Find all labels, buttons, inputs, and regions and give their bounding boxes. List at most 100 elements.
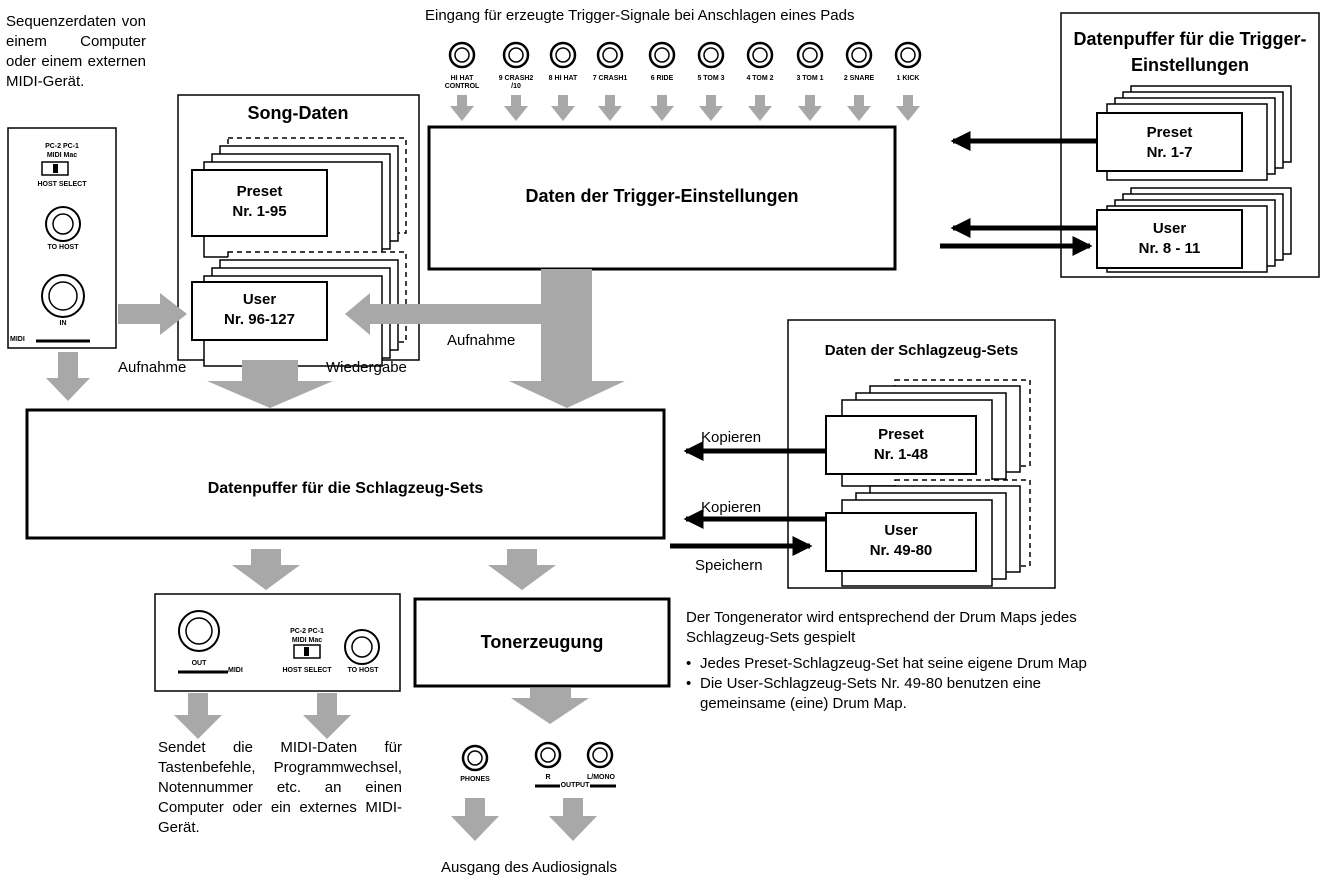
trigger-input-jacks: [448, 41, 922, 69]
gray-arrow: [798, 95, 822, 121]
phones-down-arrow: [451, 798, 499, 841]
record-label-left: Aufnahme: [118, 359, 187, 376]
jack-icon: [549, 41, 577, 69]
audio-output-note: Ausgang des Audiosignals: [441, 859, 617, 876]
sequencer-note: Sequenzerdaten von einem Computer oder e…: [6, 13, 146, 90]
midi-in-label: IN: [59, 320, 67, 327]
save-label: Speichern: [695, 557, 763, 574]
jack-icon: [448, 41, 476, 69]
output-to-host-label: TO HOST: [347, 667, 379, 674]
jack-label: 2 SNARE: [843, 75, 875, 82]
kit-user-range: Nr. 49-80: [869, 542, 933, 559]
trigger-preset-range: Nr. 1-7: [1146, 144, 1193, 161]
kit-preset-stack: [825, 379, 1031, 487]
switch-positions: MIDI Mac: [46, 152, 78, 159]
output-host-select-label: HOST SELECT: [282, 667, 332, 674]
midi-in-to-song-arrow: [118, 293, 187, 335]
gray-arrow: [450, 95, 474, 121]
trigger-settings-label: Daten der Trigger-Einstellungen: [525, 186, 799, 206]
gray-arrow: [504, 95, 528, 121]
jack-icon: [502, 41, 530, 69]
gray-arrow: [896, 95, 920, 121]
kit-buffer-to-midi-out-arrow: [232, 549, 300, 590]
host-select-label: HOST SELECT: [37, 181, 87, 188]
kit-user-label: User: [884, 522, 918, 539]
jack-label: 1 KICK: [896, 75, 920, 82]
gray-arrow: [699, 95, 723, 121]
kit-preset-range: Nr. 1-48: [873, 446, 929, 463]
to-host-label: TO HOST: [47, 244, 79, 251]
kit-user-stack: [825, 479, 1031, 587]
jack-icon: [845, 41, 873, 69]
copy-label-2: Kopieren: [701, 499, 762, 516]
jack-label: 5 TOM 3: [697, 75, 725, 82]
gray-arrow: [551, 95, 575, 121]
tone-generation-label: Tonerzeugung: [480, 632, 604, 652]
trigger-buffer-title: Datenpuffer für die Trigger-Einstellunge…: [1073, 29, 1307, 75]
trigger-to-kit-buffer-arrow: [509, 269, 625, 408]
output-down-arrow: [549, 798, 597, 841]
playback-label: Wiedergabe: [326, 359, 407, 376]
song-user-stack: [191, 251, 407, 367]
jack-label: HI HAT CONTROL: [444, 75, 480, 90]
phones-label: PHONES: [460, 776, 490, 783]
trigger-input-caption: Eingang für erzeugte Trigger-Signale bei…: [425, 7, 855, 24]
output-lmono-label: L/MONO: [587, 774, 615, 781]
jack-icon: [648, 41, 676, 69]
midi-out-label: OUT: [191, 660, 207, 667]
trigger-input-arrows: [450, 95, 920, 121]
midi-out-down-arrow-2: [303, 693, 351, 739]
jack-label: 6 RIDE: [650, 75, 674, 82]
midi-out-note: Sendet die MIDI-Daten für Tastenbefehle,…: [158, 739, 402, 836]
jack-icon: [746, 41, 774, 69]
kit-buffer-to-tone-arrow: [488, 549, 556, 590]
tone-bullet: Die User-Schlagzeug-Sets Nr. 49-80 benut…: [686, 674, 1106, 714]
midi-out-down-arrow-1: [174, 693, 222, 739]
output-r-jack-icon: [534, 741, 562, 769]
tone-bullet-list: Jedes Preset-Schlagzeug-Set hat seine ei…: [686, 654, 1106, 714]
switch-labels: PC-2 PC-1: [45, 143, 79, 150]
song-preset-stack: [191, 137, 407, 258]
gray-arrow: [847, 95, 871, 121]
kit-buffer-box: [25, 408, 666, 540]
song-from-trigger-arrow: [345, 293, 545, 335]
tone-bullet: Jedes Preset-Schlagzeug-Set hat seine ei…: [686, 654, 1106, 674]
trigger-preset-label: Preset: [1146, 124, 1193, 141]
gray-arrow: [650, 95, 674, 121]
jack-icon: [697, 41, 725, 69]
trigger-user-label: User: [1152, 220, 1187, 237]
output-r-label: R: [545, 774, 551, 781]
song-preset-range: Nr. 1-95: [232, 203, 287, 220]
song-user-label: User: [242, 291, 277, 308]
jack-icon: [796, 41, 824, 69]
jack-label: 7 CRASH1: [592, 75, 628, 82]
kit-preset-label: Preset: [878, 426, 924, 443]
jack-label: 8 HI HAT: [548, 75, 578, 82]
song-preset-label: Preset: [236, 183, 283, 200]
trigger-settings-box: [427, 125, 897, 271]
song-data-title: Song-Daten: [247, 103, 349, 123]
jack-label: 9 CRASH2 /10: [498, 75, 534, 90]
midi-label: MIDI: [10, 336, 25, 343]
output-switch-labels: PC-2 PC-1: [290, 628, 324, 635]
trigger-preset-stack: [1096, 85, 1292, 181]
gray-arrow: [598, 95, 622, 121]
jack-icon: [894, 41, 922, 69]
song-to-kit-buffer-arrow: [207, 360, 333, 408]
jack-label: 4 TOM 2: [746, 75, 774, 82]
phones-jack-icon: [461, 744, 489, 772]
kit-buffer-label: Datenpuffer für die Schlagzeug-Sets: [207, 480, 484, 497]
output-switch-positions: MIDI Mac: [291, 637, 323, 644]
midi-in-down-arrow: [46, 352, 90, 401]
trigger-user-range: Nr. 8 - 11: [1138, 240, 1201, 257]
tone-note: Der Tongenerator wird entsprechend der D…: [686, 609, 1077, 646]
tone-generation-box: [413, 597, 671, 688]
record-label-center: Aufnahme: [447, 332, 516, 349]
jack-label: 3 TOM 1: [796, 75, 824, 82]
output-midi-label: MIDI: [228, 667, 243, 674]
gray-arrow: [748, 95, 772, 121]
output-l-jack-icon: [586, 741, 614, 769]
tone-to-output-arrow: [511, 688, 589, 724]
